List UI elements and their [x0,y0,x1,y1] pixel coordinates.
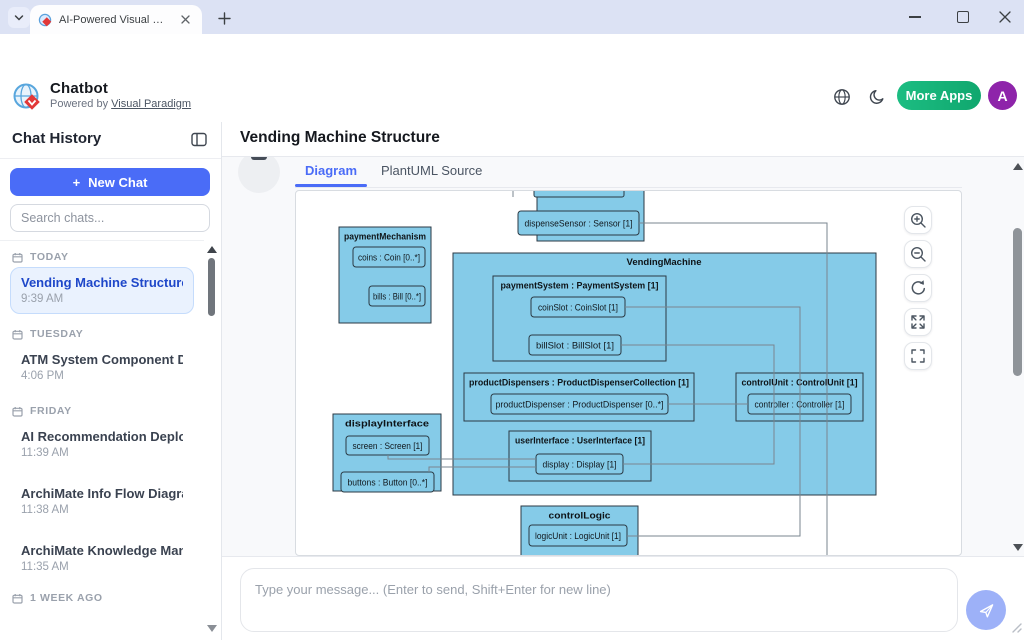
section-friday: FRIDAY [12,405,204,417]
app-title: Chatbot [50,80,108,97]
app-header: Chatbot Powered by Visual Paradigm More … [0,72,1024,123]
message-composer [222,556,1024,640]
fullscreen-brackets-icon [909,347,927,365]
chat-item-archimate-knowledge[interactable]: ArchiMate Knowledge Mana... 11:35 AM [10,535,194,582]
language-globe-icon[interactable] [833,88,851,106]
label-user-interface: userInterface : UserInterface [1] [515,436,645,446]
calendar-icon [12,593,23,604]
label-logic-unit: logicUnit : LogicUnit [1] [535,531,621,541]
resize-grip-icon[interactable] [1008,619,1022,633]
sidebar-scroll-up-arrow[interactable] [207,246,217,253]
minimize-icon [909,16,921,18]
sidebar-scroll-down-arrow[interactable] [207,625,217,632]
window-minimize-button[interactable] [898,4,932,30]
sidebar-scrollbar-thumb[interactable] [208,258,215,316]
zoom-in-icon [909,211,927,229]
label-buttons: buttons : Button [0..*] [348,478,428,488]
calendar-icon [12,329,23,340]
visual-paradigm-logo [12,82,42,112]
tab-title: AI-Powered Visual Modeling Ch [59,14,171,26]
chat-history-sidebar: Chat History + New Chat TODAY Vending Ma… [0,122,222,640]
chat-item-vending-machine[interactable]: Vending Machine Structure 9:39 AM [10,267,194,314]
section-tuesday: TUESDAY [12,328,204,340]
zoom-in-button[interactable] [904,206,932,234]
chat-item-ai-recommendation[interactable]: AI Recommendation Deploy... 11:39 AM [10,421,194,468]
calendar-icon [12,406,23,417]
chat-item-atm-system[interactable]: ATM System Component Dia... 4:06 PM [10,344,194,391]
diagram-viewer[interactable]: VendingMachine dispenseSensor : Sensor [… [295,190,962,556]
chat-scroll-down-arrow[interactable] [1013,544,1023,551]
section-one-week-ago: 1 WEEK AGO [12,592,204,604]
label-coins: coins : Coin [0..*] [358,253,420,263]
chevron-down-icon [13,12,25,24]
zoom-out-button[interactable] [904,240,932,268]
maximize-icon [957,11,969,23]
label-payment-mechanism: paymentMechanism [344,232,426,242]
search-input[interactable] [11,211,209,225]
label-product-dispenser: productDispenser : ProductDispenser [0..… [496,400,664,410]
calendar-icon [12,252,23,263]
uml-composite-structure-diagram: VendingMachine dispenseSensor : Sensor [… [296,191,962,556]
chat-scrollbar-thumb[interactable] [1013,228,1022,376]
label-vending-machine: VendingMachine [627,257,702,268]
powered-by: Powered by Visual Paradigm [50,98,191,110]
reset-rotate-icon [909,279,927,297]
zoom-out-icon [909,245,927,263]
more-apps-button[interactable]: More Apps [897,81,981,110]
conversation-titlebar: Vending Machine Structure [222,122,1024,157]
sidebar-header: Chat History [0,122,221,159]
collapse-panel-icon[interactable] [191,132,207,147]
label-dispense-sensor: dispenseSensor : Sensor [1] [525,219,633,229]
label-display-interface: displayInterface [345,419,429,429]
new-tab-button[interactable] [214,8,234,28]
label-product-dispensers: productDispensers : ProductDispenserColl… [469,378,689,388]
chat-message-area: Diagram PlantUML Source VendingMachine d… [222,157,1024,556]
fullscreen-button[interactable] [904,342,932,370]
label-screen: screen : Screen [1] [353,441,423,451]
chat-item-archimate-info-flow[interactable]: ArchiMate Info Flow Diagram 11:38 AM [10,478,194,525]
avatar-glyph [251,157,267,160]
browser-toolbar: ai-toolbox.visual-paradigm.com/app/chatb… [0,34,1024,73]
reset-view-button[interactable] [904,274,932,302]
page-title: Vending Machine Structure [240,129,440,147]
label-payment-system: paymentSystem : PaymentSystem [1] [501,281,659,291]
site-favicon [38,13,52,27]
visual-paradigm-link[interactable]: Visual Paradigm [111,98,191,110]
browser-tab-strip: AI-Powered Visual Modeling Ch [0,0,1024,34]
send-button[interactable] [966,590,1006,630]
tab-close-icon[interactable] [177,12,193,28]
new-chat-button[interactable]: + New Chat [10,168,210,196]
label-bills: bills : Bill [0..*] [373,292,421,302]
tabrow-border [295,187,962,188]
node-cutoff-top [534,191,624,197]
message-input[interactable] [240,568,958,632]
close-icon [999,11,1011,23]
label-coin-slot: coinSlot : CoinSlot [1] [538,303,618,313]
plus-icon: + [73,175,81,190]
send-paper-plane-icon [978,602,995,619]
sidebar-title: Chat History [12,130,101,147]
label-display: display : Display [1] [543,460,617,470]
search-chats-box[interactable] [10,204,210,232]
chat-list: TODAY Vending Machine Structure 9:39 AM … [0,240,204,640]
browser-tab[interactable]: AI-Powered Visual Modeling Ch [30,5,202,34]
label-bill-slot: billSlot : BillSlot [1] [536,341,614,351]
section-today: TODAY [12,251,204,263]
tab-diagram[interactable]: Diagram [305,163,357,178]
window-close-button[interactable] [988,4,1022,30]
assistant-avatar [238,157,280,193]
tab-plantuml-source[interactable]: PlantUML Source [381,163,482,178]
tab-search-button[interactable] [8,7,30,28]
expand-arrows-icon [909,313,927,331]
chat-scroll-up-arrow[interactable] [1013,163,1023,170]
window-maximize-button[interactable] [946,4,980,30]
dark-mode-moon-icon[interactable] [869,89,885,105]
fit-expand-button[interactable] [904,308,932,336]
user-avatar[interactable]: A [988,81,1017,110]
label-control-logic: controlLogic [549,511,611,521]
